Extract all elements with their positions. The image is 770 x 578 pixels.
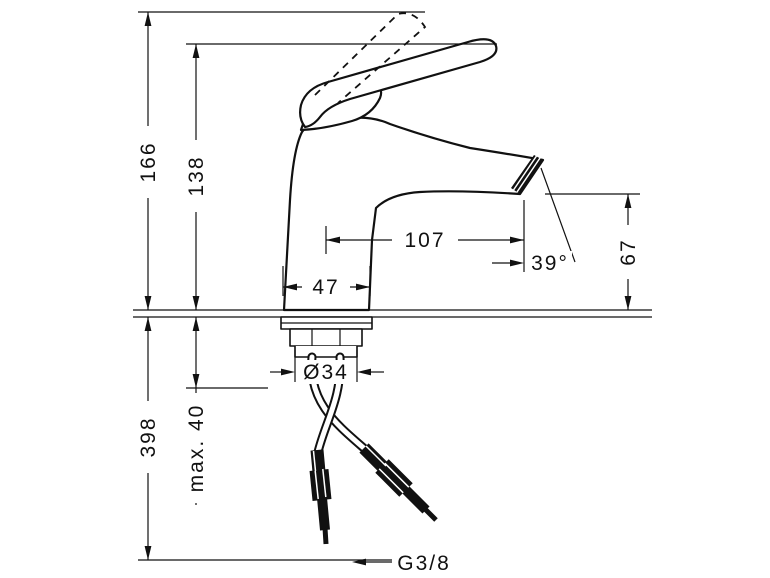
dimension-107: 107 [325,200,525,272]
dim-total-height-label: 166 [137,141,160,182]
faucet-figure [133,12,652,545]
dim-shank-diameter-label: Ø34 [303,361,349,384]
deck-surface [133,309,652,318]
mounting-shank [294,346,358,358]
dimension-max-40: max. 40 [184,317,268,505]
dimension-138: 138 [184,43,497,310]
dim-outlet-angle-label: 39° [531,252,569,275]
thread-label-g38: G3/8 [352,551,456,575]
hose-connector-left [309,449,332,545]
dim-hose-length-label: 398 [137,416,160,457]
dimension-47: 47 [282,266,371,299]
dim-spout-top-height-label: 138 [185,155,208,196]
thread-size-label: G3/8 [397,552,451,575]
hose-connector-right [359,443,438,522]
dim-body-width-label: 47 [312,276,339,299]
handle-lever [299,38,498,129]
aerator [511,155,543,194]
dim-spout-reach-label: 107 [404,229,445,252]
dim-outlet-height-label: 67 [617,238,640,265]
dimension-398: 398 [136,317,392,561]
dimension-diameter-34: Ø34 [270,350,384,384]
dimension-166: 166 [136,11,425,310]
mounting-nut [289,328,363,347]
dim-max-deck-thickness-label: max. 40 [185,404,208,493]
dimension-67: 67 [545,193,640,310]
handle-lever-raised-dashed [314,12,427,104]
dimension-angle-39: 39° [492,167,576,275]
